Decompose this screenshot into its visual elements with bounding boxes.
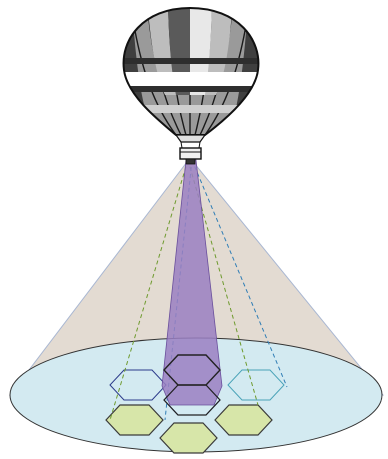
balloon-skirt xyxy=(176,135,205,142)
gondola xyxy=(180,148,201,159)
balloon-rope-right xyxy=(199,142,200,148)
gondola-payload xyxy=(186,159,195,164)
hot-air-balloon xyxy=(118,5,268,164)
balloon-rope-left xyxy=(181,142,182,148)
